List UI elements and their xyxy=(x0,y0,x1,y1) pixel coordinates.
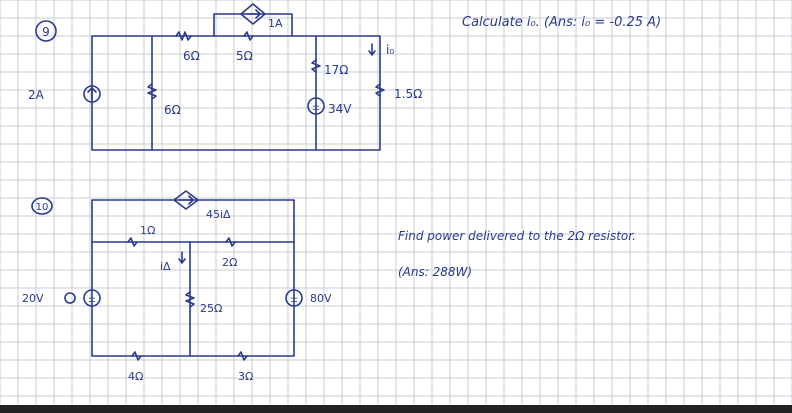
problem-10-center-resistor-label: 2Ω xyxy=(222,256,237,269)
problem-10-center-resistor xyxy=(225,237,236,247)
problem-9-middle-resistor-label: 17Ω xyxy=(324,63,348,77)
problem-9-left-resistor-label: 6Ω xyxy=(164,103,181,117)
arrow-right-icon xyxy=(246,9,261,19)
problem-9-dependent-source xyxy=(240,3,266,25)
problem-10-left-voltage-source xyxy=(83,289,101,307)
arrow-right-icon xyxy=(179,195,194,205)
problem-9-top-resistor-1-label: 6Ω xyxy=(183,49,200,63)
problem-9-current-source xyxy=(83,85,101,103)
arrow-up-icon xyxy=(87,87,97,100)
problem-10-right-voltage-polarity: ± xyxy=(290,294,298,305)
problem-9-top-resistor-1 xyxy=(175,31,192,41)
problem-10-left-voltage-marker xyxy=(64,292,76,304)
problem-9-right-resistor-label: 1.5Ω xyxy=(394,87,422,101)
problem-10-right-voltage-source xyxy=(285,289,303,307)
problem-10-bottom-left-resistor xyxy=(131,351,142,361)
problem-9-number-circle xyxy=(35,20,57,42)
problem-9-circuit: 9 Calculate i₀. (Ans: i₀ = -0.25 A) 2A 6… xyxy=(28,3,661,151)
problem-9-right-resistor xyxy=(375,83,385,97)
problem-10-dependent-source xyxy=(173,190,199,210)
problem-9-top-resistor-2-label: 5Ω xyxy=(236,49,253,63)
problem-10-left-voltage-label: 20V xyxy=(22,292,44,305)
problem-9-dependent-source-label: 1A xyxy=(268,17,283,30)
problem-9-number: 9 xyxy=(42,25,50,39)
problem-9-current-label: i₀ xyxy=(386,43,394,57)
problem-9-middle-resistor xyxy=(311,59,321,73)
problem-10-statement: Find power delivered to the 2Ω resistor. xyxy=(398,229,636,243)
problem-10-number-circle xyxy=(31,197,53,215)
problem-9-top-resistor-2 xyxy=(243,31,254,41)
problem-10-bottom-right-resistor xyxy=(237,351,248,361)
problem-10-answer: (Ans: 288W) xyxy=(398,265,472,279)
problem-10-top-resistor xyxy=(127,237,138,247)
problem-9-voltage-source-label: 34V xyxy=(328,102,352,116)
problem-10-middle-resistor-label: 25Ω xyxy=(200,302,222,315)
problem-9-voltage-polarity: ± xyxy=(312,102,320,113)
problem-9-statement: Calculate i₀. (Ans: i₀ = -0.25 A) xyxy=(462,15,661,30)
problem-10-bottom-right-resistor-label: 3Ω xyxy=(238,370,253,383)
problem-10-top-branch xyxy=(91,199,295,243)
problem-10-left-voltage-polarity: ± xyxy=(88,294,96,305)
problem-10-bottom-left-resistor-label: 4Ω xyxy=(128,370,143,383)
problem-9-left-resistor xyxy=(147,83,157,100)
problem-10-right-voltage-label: 80V xyxy=(310,292,332,305)
problem-10-dependent-source-label: 45iΔ xyxy=(206,208,231,221)
problem-9-outer-loop xyxy=(91,35,381,151)
problem-10-number: 10 xyxy=(36,202,49,213)
arrow-down-icon xyxy=(178,251,186,264)
problem-9-voltage-source xyxy=(307,97,325,115)
arrow-down-icon xyxy=(368,43,376,56)
problem-9-source-current: 2A xyxy=(28,88,45,102)
problem-10-current-label: iΔ xyxy=(160,260,171,273)
problem-10-circuit: 10 Find power delivered to the 2Ω resist… xyxy=(22,190,636,383)
problem-10-middle-resistor xyxy=(185,291,195,308)
problem-10-top-resistor-label: 1Ω xyxy=(140,224,155,237)
